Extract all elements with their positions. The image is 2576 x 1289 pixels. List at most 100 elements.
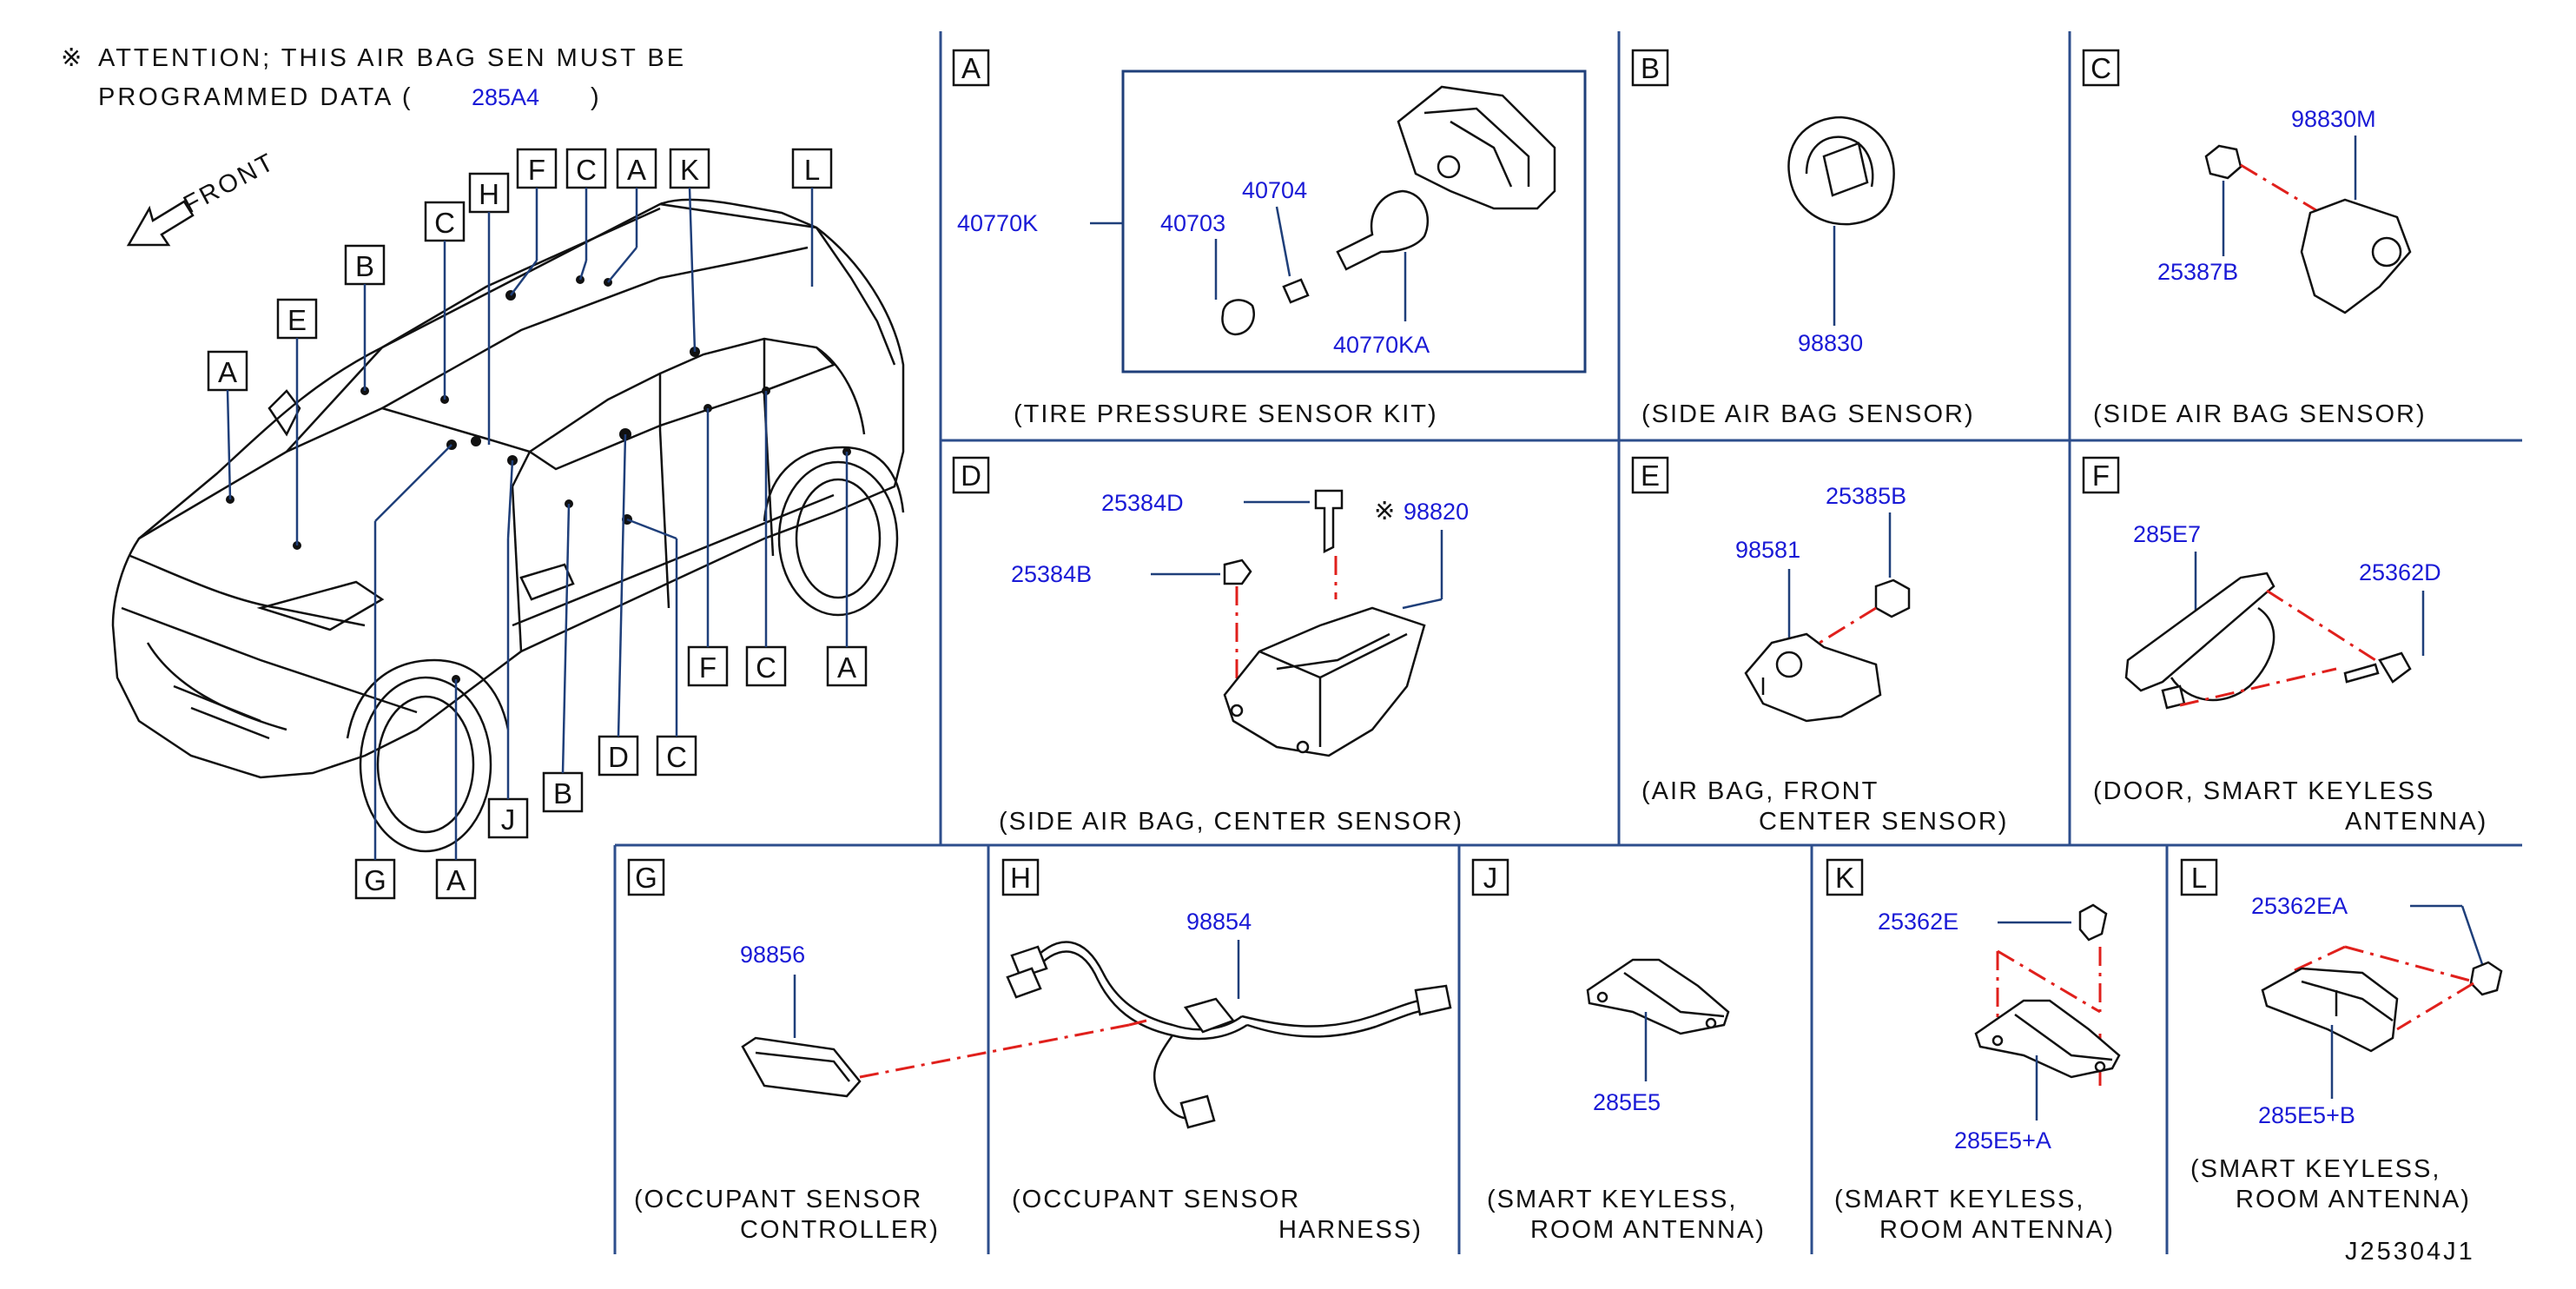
nut-25384B-shape [1223, 559, 1252, 585]
drawing-id: J25304J1 [2345, 1238, 2475, 1266]
svg-text:J: J [501, 803, 516, 836]
callout-C-roof[interactable]: C [565, 148, 607, 281]
svg-text:B: B [355, 250, 374, 282]
callout-D[interactable]: D [598, 433, 639, 777]
panel-A-caption: (TIRE PRESSURE SENSOR KIT) [1014, 400, 1438, 428]
svg-text:K: K [680, 154, 699, 186]
part-25387B[interactable]: 25387B [2157, 259, 2238, 285]
part-25385B[interactable]: 25385B [1826, 483, 1906, 509]
callout-G[interactable]: G [354, 444, 452, 900]
tpms-sensor-shape [1397, 85, 1556, 210]
front-center-sensor-shape [1744, 632, 1882, 723]
connector-right-shape [1414, 984, 1452, 1016]
part-40703[interactable]: 40703 [1160, 210, 1225, 236]
panel-G-caption-2: CONTROLLER) [740, 1216, 940, 1244]
part-25362EA[interactable]: 25362EA [2251, 893, 2348, 919]
notice-line1: ATTENTION; THIS AIR BAG SEN MUST BE [98, 44, 686, 72]
svg-text:C: C [666, 741, 687, 773]
part-40770K[interactable]: 40770K [957, 210, 1038, 236]
callout-F-bottom[interactable]: F [687, 408, 729, 687]
part-98856[interactable]: 98856 [740, 942, 805, 968]
panel-G-caption-1: (OCCUPANT SENSOR [634, 1186, 922, 1213]
callout-A-roof[interactable]: A [607, 148, 657, 283]
svg-text:F: F [699, 651, 717, 684]
part-98820[interactable]: 98820 [1404, 499, 1469, 525]
part-25362D[interactable]: 25362D [2359, 559, 2441, 585]
bolt-25384D-shape [1314, 489, 1344, 554]
panel-J-caption-2: ROOM ANTENNA) [1530, 1216, 1766, 1244]
front-label: FRONT [179, 148, 280, 219]
panel-H-caption-1: (OCCUPANT SENSOR [1012, 1186, 1300, 1213]
part-40770KA[interactable]: 40770KA [1333, 332, 1430, 358]
part-25384B[interactable]: 25384B [1011, 561, 1092, 587]
svg-text:A: A [627, 154, 646, 186]
panel-D-mark: ※ [1374, 498, 1397, 526]
panel-B-side-air-bag-sensor: B 98830 (SIDE AIR BAG SENSOR) [1631, 49, 1975, 428]
callout-A-front[interactable]: A [207, 350, 248, 500]
front-direction-arrow: FRONT [126, 148, 281, 247]
part-25384D[interactable]: 25384D [1101, 490, 1184, 516]
panel-H-caption-2: HARNESS) [1278, 1216, 1423, 1244]
part-98830M[interactable]: 98830M [2291, 106, 2376, 132]
panel-D-caption: (SIDE AIR BAG, CENTER SENSOR) [999, 808, 1463, 836]
part-285E5-B[interactable]: 285E5+B [2258, 1102, 2355, 1128]
svg-text:D: D [961, 459, 981, 492]
svg-text:E: E [1641, 459, 1660, 492]
notice-part-number[interactable]: 285A4 [472, 84, 539, 110]
callout-L[interactable]: L [791, 148, 833, 287]
panel-K-room-antenna: K 25362E 285E5+A (SMART KEYLESS, ROOM AN… [1826, 858, 2121, 1244]
valve-cap-shape [1221, 299, 1255, 336]
door-antenna-shape [2124, 572, 2275, 692]
part-285E5[interactable]: 285E5 [1593, 1089, 1661, 1115]
svg-text:A: A [218, 356, 237, 388]
callout-C-floor[interactable]: C [626, 518, 697, 777]
side-sensor-c-shape [2300, 198, 2412, 314]
panel-B-caption: (SIDE AIR BAG SENSOR) [1641, 400, 1975, 428]
notice-mark: ※ [61, 44, 84, 72]
part-285E5-A[interactable]: 285E5+A [1954, 1127, 2051, 1153]
svg-text:L: L [2191, 862, 2207, 894]
svg-text:G: G [364, 864, 386, 896]
svg-text:C: C [576, 154, 597, 186]
panel-C-caption: (SIDE AIR BAG SENSOR) [2093, 400, 2427, 428]
callout-F-top[interactable]: F [510, 148, 558, 296]
callout-E[interactable]: E [276, 298, 318, 545]
part-285E7[interactable]: 285E7 [2133, 521, 2201, 547]
callout-A-wheel[interactable]: A [435, 679, 477, 900]
callout-B-top[interactable]: B [344, 244, 386, 391]
callout-C-top[interactable]: C [424, 201, 466, 400]
part-98581[interactable]: 98581 [1735, 537, 1800, 563]
panel-F-caption-2: ANTENNA) [2345, 808, 2487, 836]
center-sensor-shape [1223, 606, 1426, 757]
part-25362E[interactable]: 25362E [1878, 909, 1958, 935]
panel-C-side-air-bag-sensor: C 98830M 25387B (SIDE AIR BAG SENSOR) [2082, 49, 2427, 428]
panel-D-center-sensor: D 25384D ※ 98820 25384B (SIDE AIR BAG, C… [952, 456, 1469, 836]
callout-A-rear[interactable]: A [826, 452, 868, 687]
panel-E-caption-2: CENTER SENSOR) [1759, 808, 2008, 836]
callout-K[interactable]: K [669, 148, 710, 353]
connector-mid-shape [1183, 997, 1236, 1034]
vehicle-illustration [111, 198, 905, 853]
svg-text:C: C [2091, 52, 2111, 84]
callout-B-bottom[interactable]: B [542, 503, 584, 813]
vehicle-callouts: A E B C H F C A K L F C A D C B J G A [207, 148, 868, 900]
callout-J[interactable]: J [487, 459, 529, 839]
panel-J-room-antenna: J 285E5 (SMART KEYLESS, ROOM ANTENNA) [1471, 858, 1766, 1244]
svg-text:F: F [2092, 459, 2110, 492]
clip-25362E-shape [2078, 903, 2108, 942]
svg-text:A: A [837, 651, 856, 684]
part-40704[interactable]: 40704 [1242, 177, 1307, 203]
panel-K-caption-1: (SMART KEYLESS, [1834, 1186, 2084, 1213]
svg-text:K: K [1835, 862, 1854, 894]
callout-C-bottom[interactable]: C [745, 391, 787, 687]
callout-H[interactable]: H [468, 172, 510, 445]
part-98830[interactable]: 98830 [1798, 330, 1863, 356]
panel-E-caption-1: (AIR BAG, FRONT [1641, 777, 1879, 805]
notice-line2-suffix: ) [591, 83, 602, 111]
nut-25387B-shape [2204, 144, 2242, 180]
svg-text:L: L [804, 154, 820, 186]
svg-text:J: J [1483, 862, 1498, 894]
part-98854[interactable]: 98854 [1186, 909, 1252, 935]
notice-line2-prefix: PROGRAMMED DATA ( [98, 83, 413, 111]
